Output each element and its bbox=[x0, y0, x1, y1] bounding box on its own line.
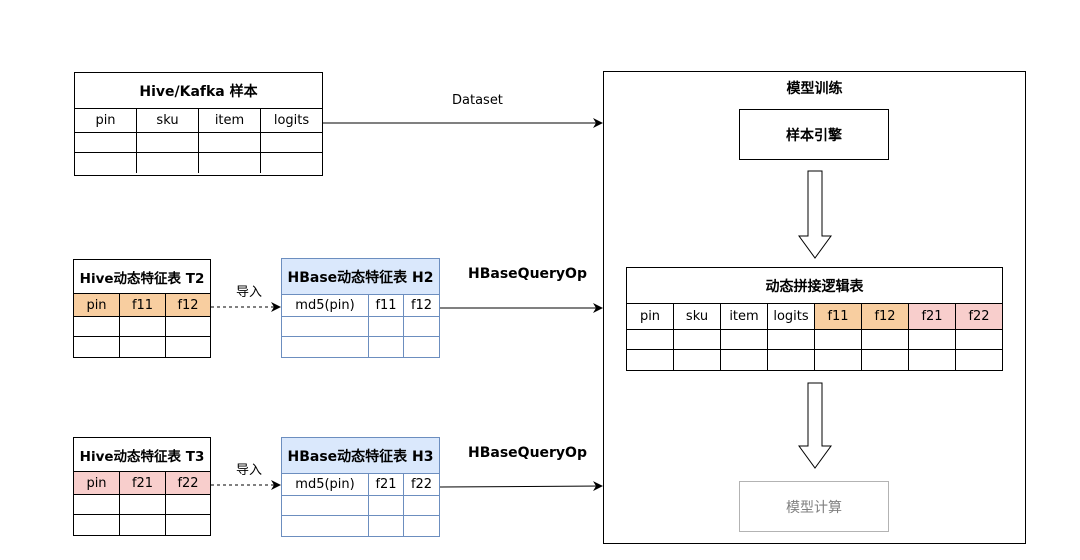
hbase-h2-table: HBase动态特征表 H2 md5(pin) f11 f12 bbox=[281, 258, 440, 358]
column-header: f22 bbox=[956, 304, 1002, 329]
logic-table-title: 动态拼接逻辑表 bbox=[627, 268, 1002, 304]
table-row: pin sku item logits bbox=[75, 109, 322, 133]
import-label-t3: 导入 bbox=[236, 463, 263, 478]
table-row bbox=[75, 153, 322, 173]
table-row bbox=[74, 337, 210, 357]
table-row bbox=[74, 515, 210, 535]
column-header: item bbox=[721, 304, 768, 329]
table-row: md5(pin) f11 f12 bbox=[282, 295, 439, 317]
model-compute-box: 模型计算 bbox=[739, 481, 889, 532]
column-header: f21 bbox=[909, 304, 956, 329]
logic-table: 动态拼接逻辑表 pin sku item logits f11 f12 f21 … bbox=[626, 267, 1003, 371]
table-row: pin f11 f12 bbox=[74, 294, 210, 317]
table-row: md5(pin) f21 f22 bbox=[282, 474, 439, 496]
table-row bbox=[282, 317, 439, 337]
column-header: pin bbox=[74, 294, 120, 316]
hbase-query-label-h2: HBaseQueryOp bbox=[468, 266, 587, 282]
sample-engine-box: 样本引擎 bbox=[739, 109, 889, 160]
column-header: logits bbox=[768, 304, 815, 329]
column-header: f22 bbox=[177, 475, 199, 491]
column-header: md5(pin) bbox=[282, 474, 369, 495]
table-row bbox=[627, 330, 1002, 350]
dataset-label: Dataset bbox=[452, 93, 503, 108]
hbase-h3-table: HBase动态特征表 H3 md5(pin) f21 f22 bbox=[281, 437, 440, 537]
table-row bbox=[75, 133, 322, 153]
column-header: logits bbox=[273, 113, 310, 128]
column-header: f11 bbox=[369, 295, 404, 316]
column-header: f11 bbox=[120, 294, 166, 316]
table-row bbox=[282, 516, 439, 536]
hbase-query-label-h3: HBaseQueryOp bbox=[468, 445, 587, 461]
model-training-title: 模型训练 bbox=[786, 81, 843, 97]
column-header: f21 bbox=[369, 474, 404, 495]
table-row: pin sku item logits f11 f12 f21 f22 bbox=[627, 304, 1002, 330]
hive-t2-title: Hive动态特征表 T2 bbox=[74, 260, 210, 294]
table-row bbox=[74, 495, 210, 515]
column-header: sku bbox=[137, 109, 199, 132]
column-header: f22 bbox=[410, 477, 433, 492]
column-header: sku bbox=[674, 304, 721, 329]
hive-t3-title: Hive动态特征表 T3 bbox=[74, 438, 210, 472]
hive-t2-table: Hive动态特征表 T2 pin f11 f12 bbox=[73, 259, 211, 358]
column-header: f21 bbox=[120, 472, 166, 494]
table-row: pin f21 f22 bbox=[74, 472, 210, 495]
column-header: item bbox=[199, 109, 261, 132]
column-header: md5(pin) bbox=[282, 295, 369, 316]
column-header: pin bbox=[74, 472, 120, 494]
column-header: pin bbox=[627, 304, 674, 329]
table-row bbox=[74, 317, 210, 337]
import-label-t2: 导入 bbox=[236, 285, 263, 300]
model-training-container bbox=[603, 71, 1026, 544]
column-header: f11 bbox=[815, 304, 862, 329]
table-row bbox=[627, 350, 1002, 370]
query-arrow-h3 bbox=[439, 481, 603, 492]
sample-table-title: Hive/Kafka 样本 bbox=[75, 73, 322, 109]
hbase-h2-title: HBase动态特征表 H2 bbox=[282, 259, 439, 295]
table-row bbox=[282, 337, 439, 357]
column-header: pin bbox=[75, 109, 137, 132]
sample-table: Hive/Kafka 样本 pin sku item logits bbox=[74, 72, 323, 176]
hbase-h3-title: HBase动态特征表 H3 bbox=[282, 438, 439, 474]
column-header: f12 bbox=[862, 304, 909, 329]
column-header: f12 bbox=[177, 297, 199, 313]
table-row bbox=[282, 496, 439, 516]
hive-t3-table: Hive动态特征表 T3 pin f21 f22 bbox=[73, 437, 211, 536]
column-header: f12 bbox=[410, 298, 433, 313]
